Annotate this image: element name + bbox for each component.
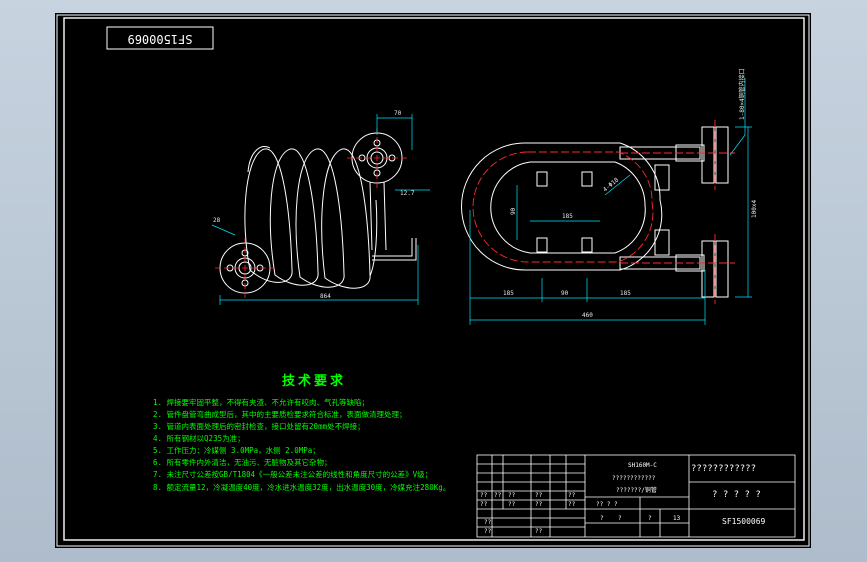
tb-cell: ?? <box>535 501 543 508</box>
tb-sub1: ???????????? <box>612 475 656 482</box>
mount-block-3 <box>536 237 548 253</box>
tb-left-cell: ?? <box>484 528 492 535</box>
dim-coil-length: 864 <box>320 293 331 300</box>
tb-approve: ?? ? ? <box>596 501 618 508</box>
mount-block-1 <box>536 171 548 187</box>
tech-req-item: 3. 管道内表面处理后的密封检查，接口处留有20mm处不焊接； <box>153 421 365 431</box>
tb-name: ? ? ? ? ? <box>712 490 761 500</box>
tb-cell: ?? <box>568 501 576 508</box>
tech-req-item: 6. 所有零件内外清洁，无油污、无脏物及其它杂物； <box>153 457 332 467</box>
tech-req-item: 1. 焊接要牢固平整，不得有夹渣、不允许有咬肉、气孔等缺陷； <box>153 397 369 407</box>
mount-block-2 <box>581 171 593 187</box>
dim-width-right: 185 <box>620 290 631 297</box>
tech-req-item: 7. 未注尺寸公差按GB/T1804《一般公差未注公差的线性和角度尺寸的公差》V… <box>153 469 432 479</box>
dim-inner-height: 90 <box>510 207 517 215</box>
coil-turn-3 <box>295 148 345 288</box>
tech-req-item: 8. 额定流量12，冷凝温度40度，冷水进水温度32度，出水温度30度，冷媒充注… <box>153 482 450 492</box>
upper-flange-b <box>715 126 729 184</box>
dim-flange-top: 70 <box>394 110 402 117</box>
lower-flange-b <box>715 240 729 298</box>
tb-cell: ?? <box>480 492 488 499</box>
tb-scale: 13 <box>673 515 681 522</box>
lower-flange <box>701 240 715 298</box>
left-dim-text: 70 12.7 28 864 <box>213 110 415 300</box>
tb-cell: ?? <box>480 501 488 508</box>
racetrack-inner <box>490 161 646 254</box>
tb-cell: ?? <box>568 492 576 499</box>
dim-pipe-left: 28 <box>213 217 221 224</box>
coil-turn-4 <box>321 148 371 289</box>
header-stub-lower <box>654 229 670 256</box>
upper-flange <box>701 126 715 184</box>
tb-stage: ? <box>600 515 604 522</box>
tb-cell: ?? <box>494 492 502 499</box>
left-centerlines <box>215 128 407 298</box>
dim-width-mid: 90 <box>561 290 569 297</box>
title-block-text: SH160M-C ???????????? ???????/铜管 ???????… <box>480 462 766 535</box>
tb-cell: ?? <box>535 492 543 499</box>
tb-model: SH160M-C <box>628 462 657 469</box>
dim-flange-side: 12.7 <box>400 190 415 197</box>
tb-cell: ?? <box>508 492 516 499</box>
sheet <box>55 13 811 548</box>
tb-stage: ? <box>648 515 652 522</box>
outlet-pipe <box>369 181 387 251</box>
dim-width-left: 185 <box>503 290 514 297</box>
dim-inner-width: 185 <box>562 213 573 220</box>
tb-stage: ? <box>618 515 622 522</box>
title-block <box>476 454 796 538</box>
tech-req-item: 4. 所有钢材以Q235为准； <box>153 433 245 443</box>
right-dimensions <box>469 78 752 325</box>
support-bracket <box>372 238 417 261</box>
tech-req-heading: 技术要求 <box>282 373 346 389</box>
coil-outline <box>247 146 378 277</box>
tb-left-cell: ?? <box>535 528 543 535</box>
header-stub-upper <box>654 164 670 191</box>
outer-border <box>56 14 810 547</box>
tb-drawing-no: SF1500069 <box>722 517 766 526</box>
right-centerlines <box>472 120 735 304</box>
tech-req-item: 5. 工作压力：冷媒侧 3.0MPa，水侧 2.0MPa； <box>153 445 320 455</box>
mount-block-4 <box>581 237 593 253</box>
tech-req-item: 2. 管件盘管弯曲成型后，其中的主要质检要求符合标准，表面做清理处理； <box>153 409 407 419</box>
racetrack-outer <box>461 142 663 271</box>
tb-left-cell: ?? <box>484 519 492 526</box>
dim-overall-width: 460 <box>582 312 593 319</box>
dim-nozzle-height: 100x4 <box>751 200 758 218</box>
inner-border <box>63 17 805 541</box>
left-dimensions <box>211 114 430 305</box>
tb-sub2: ???????/铜管 <box>616 486 657 494</box>
mirrored-drawing-number: SF1500069 <box>127 32 192 46</box>
right-callout: 1-80×4铜管内接口 <box>738 68 746 120</box>
tech-req-list: 1. 焊接要牢固平整，不得有夹渣、不允许有咬肉、气孔等缺陷； 2. 管件盘管弯曲… <box>153 397 450 492</box>
top-number-box <box>106 26 214 50</box>
tb-company: ???????????? <box>691 464 756 474</box>
tb-cell: ?? <box>508 501 516 508</box>
